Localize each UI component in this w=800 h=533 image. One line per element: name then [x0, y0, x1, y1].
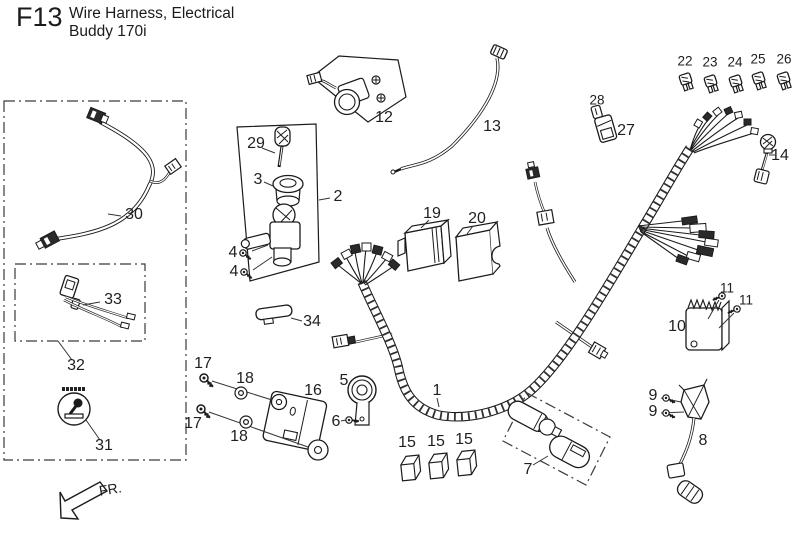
callout-8: 8	[698, 432, 708, 449]
part-15-relays	[399, 449, 479, 482]
callout-9a: 9	[648, 387, 658, 404]
callout-6: 6	[331, 413, 341, 430]
callout-25: 25	[750, 51, 766, 67]
callout-18a: 18	[236, 370, 254, 387]
callout-3: 3	[253, 171, 263, 188]
screw-4-icon	[238, 248, 254, 261]
callout-15b: 15	[427, 433, 445, 450]
part-27-fuse-holder	[590, 104, 618, 143]
callout-33: 33	[104, 291, 122, 308]
callout-14: 14	[771, 147, 789, 164]
part-8-ignition-coil	[660, 378, 710, 504]
part-7-assembly	[502, 392, 611, 486]
connector	[525, 161, 541, 180]
callout-17b: 17	[184, 415, 202, 432]
part-33-assembly	[57, 274, 136, 361]
group-box-32	[14, 263, 146, 342]
callout-7: 7	[523, 461, 533, 478]
part-25-fuse-icon	[751, 70, 768, 91]
connector	[163, 157, 183, 176]
fr-arrow-icon	[59, 481, 109, 520]
part-2-ignition-switch	[236, 123, 331, 282]
relay-15-icon	[399, 454, 423, 482]
figure-code: F13	[16, 2, 63, 32]
callout-9b: 9	[648, 403, 658, 420]
figure-title-line2: Buddy 170i	[69, 23, 147, 40]
callout-4b: 4	[229, 263, 239, 280]
emblem-fine-print	[62, 387, 86, 391]
harness-top-fan	[689, 105, 760, 154]
part-20-ecu	[454, 220, 501, 282]
screw-9-icon	[661, 393, 676, 404]
connector	[35, 230, 61, 250]
part-10-regulator	[685, 289, 743, 352]
part-34-cover	[255, 304, 303, 325]
fuse-icons	[678, 70, 793, 94]
screw-9-icon	[661, 408, 676, 419]
callout-31: 31	[95, 437, 113, 454]
washer-18-icon	[239, 415, 253, 429]
part-22-fuse-icon	[678, 71, 695, 92]
callout-18b: 18	[230, 428, 248, 445]
callout-20: 20	[468, 210, 486, 227]
part-1-main-harness	[330, 105, 760, 417]
callout-27: 27	[617, 122, 635, 139]
screw-4-icon	[239, 267, 255, 280]
callout-2: 2	[333, 188, 343, 205]
callout-15c: 15	[455, 431, 473, 448]
part-16-bracket	[194, 371, 329, 461]
part-13-cable	[390, 44, 508, 175]
callout-19: 19	[423, 205, 441, 222]
ignition-switch-body	[240, 203, 301, 267]
connector	[587, 341, 609, 360]
callout-34: 34	[303, 313, 321, 330]
part-5-horn	[340, 375, 377, 427]
connector	[331, 333, 357, 349]
part-29-key	[274, 126, 291, 168]
callout-13: 13	[483, 118, 501, 135]
callout-4a: 4	[228, 244, 238, 261]
callout-12: 12	[375, 109, 393, 126]
relay-15-icon	[455, 449, 479, 477]
callout-22: 22	[677, 53, 693, 69]
part-30-wire	[35, 106, 183, 250]
part-12-assembly	[306, 55, 407, 123]
callout-16: 16	[304, 382, 322, 399]
harness-right-fan	[637, 215, 719, 266]
callout-11a: 11	[719, 280, 735, 296]
part-19-cdi-unit	[397, 218, 452, 272]
part-26-fuse-icon	[776, 70, 793, 91]
connector	[536, 209, 555, 226]
figure-title-line1: Wire Harness, Electrical	[69, 5, 235, 22]
screw-17-icon	[197, 371, 217, 389]
connector	[86, 106, 110, 125]
callout-1: 1	[432, 382, 442, 399]
callout-24: 24	[727, 54, 743, 70]
callout-5: 5	[339, 372, 349, 389]
callout-15a: 15	[398, 434, 416, 451]
callout-28: 28	[589, 92, 605, 108]
part-31-emblem	[57, 392, 101, 441]
callout-10: 10	[668, 318, 686, 335]
callout-30: 30	[125, 206, 143, 223]
callout-23: 23	[702, 54, 718, 70]
callout-26: 26	[776, 51, 792, 67]
group-box-left	[3, 100, 187, 461]
relay-15-icon	[427, 452, 451, 480]
callout-32: 32	[67, 357, 85, 374]
callout-17a: 17	[194, 355, 212, 372]
harness-head-connectors	[330, 242, 401, 286]
callout-29: 29	[247, 135, 265, 152]
part-14-bulb	[753, 133, 777, 185]
part-23-fuse-icon	[703, 73, 720, 94]
washer-18-icon	[234, 386, 248, 400]
part-3-lock-cap	[272, 174, 304, 207]
callout-11b: 11	[738, 292, 754, 308]
part-24-fuse-icon	[728, 73, 745, 94]
